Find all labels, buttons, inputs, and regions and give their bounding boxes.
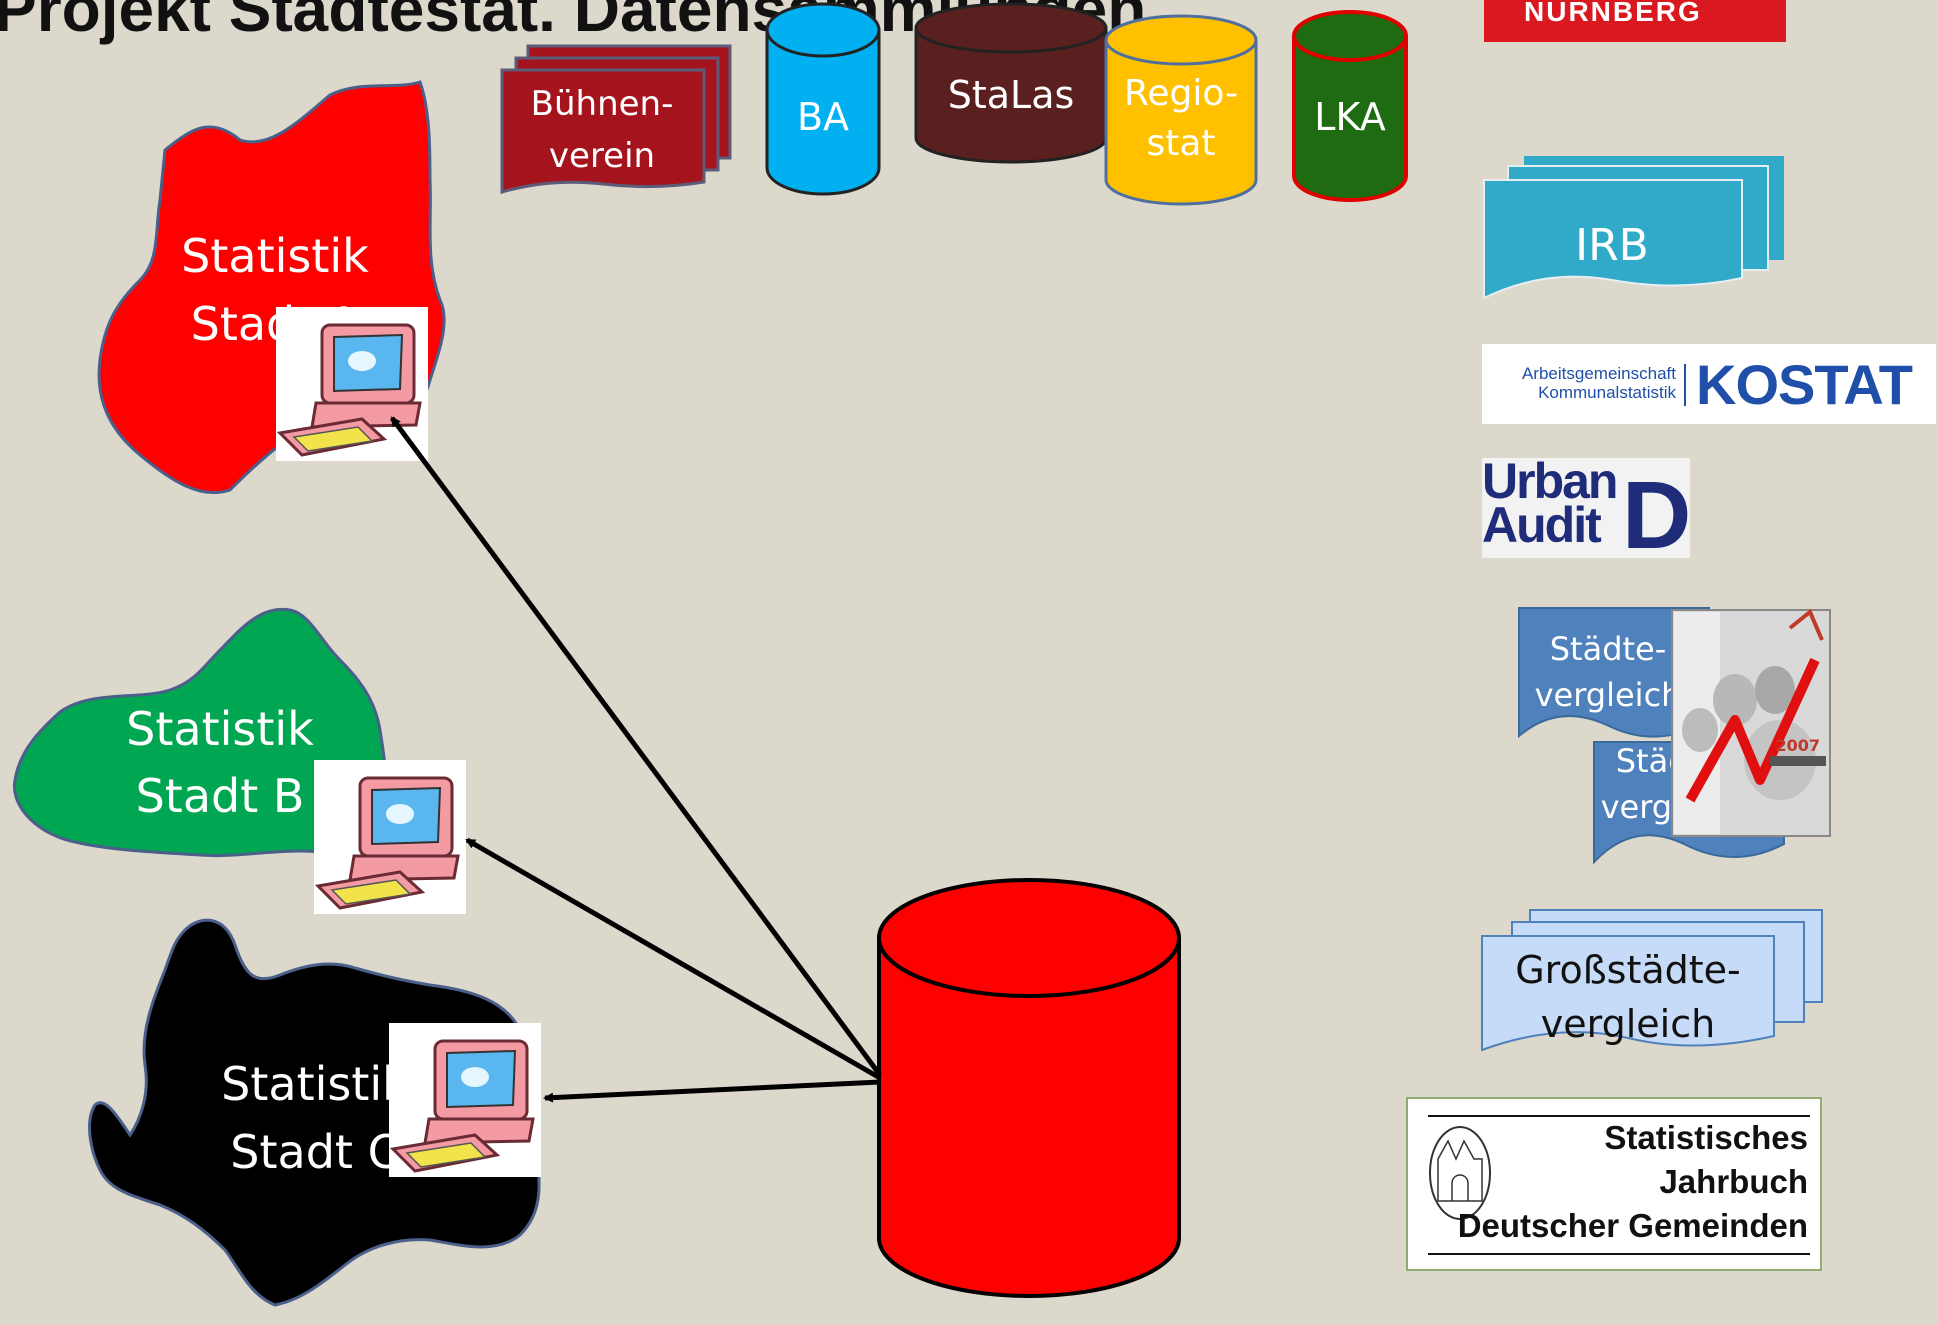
stalas-label: StaLas [948,73,1075,117]
kostat-small-line-1: Arbeitsgemeinschaft [1521,364,1676,383]
stalas-database: StaLas [914,2,1108,164]
urban-audit-logo: Urban Audit D [1482,458,1690,558]
buehnenverein-label-2: verein [549,136,655,176]
ba-database: BA [765,2,881,196]
kostat-logo: Arbeitsgemeinschaft Kommunalstatistik KO… [1482,344,1936,424]
kostat-divider [1684,364,1686,406]
buehnenverein-document-stack: Bühnen- verein [500,44,732,194]
city-gate-icon [1429,1126,1491,1220]
kostat-small-line-2: Kommunalstatistik [1538,383,1676,402]
regiostat-label-2: stat [1146,123,1215,164]
urban-audit-letter: D [1622,462,1690,559]
irb-label: IRB [1575,220,1649,271]
stjb-line-1: Statistisches [1604,1119,1808,1156]
kostat-wordmark: KOSTAT [1696,353,1913,416]
computer-icon [276,307,428,461]
irb-document-stack: IRB [1483,156,1784,300]
city-c-label-2: Stadt C [230,1125,399,1179]
arrow-to-city-c [543,1079,881,1103]
staedtevergleich-label-2: vergleich [1535,676,1682,714]
jahrbuch-year: 2007 [1775,736,1820,755]
city-c-label-1: Statistik [221,1057,409,1111]
stjb-line-2: Jahrbuch [1659,1163,1808,1200]
grossstaedte-label-2: vergleich [1541,1002,1715,1046]
ba-label: BA [797,95,849,139]
city-c-region: Statistik Stadt C [88,918,541,1307]
stjb-line-3: Deutscher Gemeinden [1457,1207,1808,1244]
grossstaedtevergleich-document-stack: Großstädte- vergleich [1481,909,1823,1052]
lka-label: LKA [1314,95,1385,139]
urban-audit-word-1: Urban [1482,458,1618,509]
city-b-label-1: Statistik [126,702,314,756]
regiostat-label-1: Regio- [1124,73,1238,114]
lka-database: LKA [1292,10,1408,202]
computer-icon [314,760,466,914]
nuernberg-logo: NÜRNBERG [1484,0,1786,42]
arrow-to-city-b [465,837,882,1081]
staedtevergleich-document: Städte- vergleich Städte- vergleich 2007 [1518,607,1831,865]
urban-audit-word-2: Audit [1482,497,1602,553]
regiostat-database: Regio- stat [1104,14,1258,206]
arrow-to-city-a [389,416,883,1077]
central-database [877,878,1181,1298]
city-b-region: Statistik Stadt B [12,607,389,858]
jahrbuch-cover-image: 2007 [1671,608,1831,837]
statistisches-jahrbuch-logo: Statistisches Jahrbuch Deutscher Gemeind… [1406,1097,1822,1271]
grossstaedte-label-1: Großstädte- [1515,948,1741,992]
staedtevergleich-label-1: Städte- [1550,630,1667,668]
computer-icon [389,1023,541,1177]
buehnenverein-label-1: Bühnen- [531,84,674,124]
city-a-label-1: Statistik [181,229,369,283]
city-b-label-2: Stadt B [136,769,305,823]
